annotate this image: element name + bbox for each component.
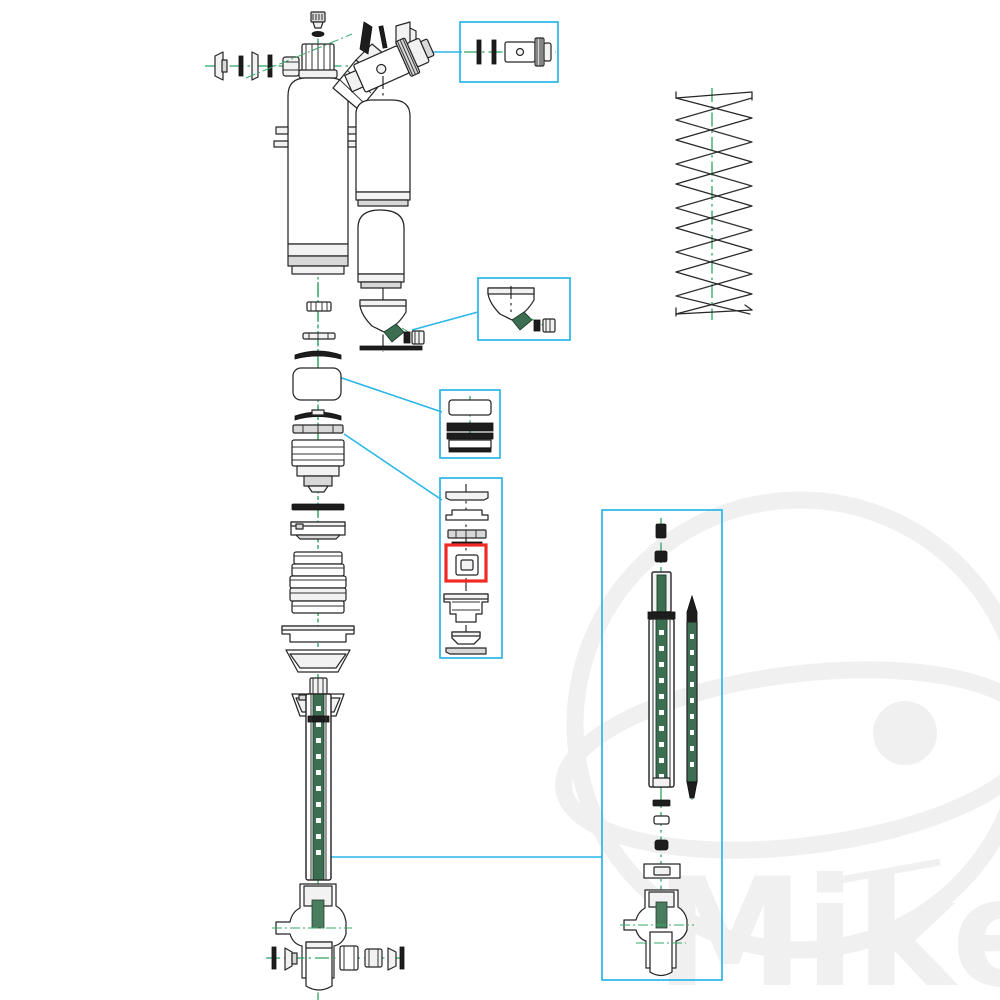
bottom-stub [305, 941, 333, 991]
washer-upper [302, 332, 336, 340]
main-coil-spring [675, 88, 753, 320]
piston-body [443, 593, 489, 623]
reservoir-body [273, 77, 363, 275]
inner-cylinder-lower [357, 209, 405, 289]
shim-2 [445, 509, 489, 521]
circlip [306, 301, 332, 312]
box-damper-rod[interactable] [601, 509, 723, 981]
watermark-group: Mike [555, 491, 1000, 1000]
callout-leaders [329, 51, 602, 858]
hose-elbow-fitting [359, 299, 425, 351]
detail-rod-tube [647, 571, 676, 788]
seat-curved-lower [294, 409, 342, 421]
adjuster-valve-body [344, 37, 435, 93]
banded-washer [292, 424, 344, 434]
reservoir-assembly [205, 11, 435, 690]
spring-seat-lower [281, 625, 355, 643]
detail-top-nut [655, 523, 667, 539]
bump-stop[interactable] [292, 367, 342, 401]
shim-1 [445, 491, 489, 501]
box-piston-stack[interactable] [439, 477, 503, 659]
detail-needle-rod [686, 594, 698, 799]
spring-seat-curved [294, 350, 342, 360]
center-stack [281, 282, 355, 1000]
detail-washers [652, 799, 671, 851]
shaft-assembly-main [266, 677, 405, 991]
bottom-shim [445, 647, 487, 655]
shaft-top-plug [309, 677, 328, 695]
damper-cylinder-group [355, 76, 425, 352]
collar [290, 521, 346, 540]
piston-washer [451, 631, 481, 645]
inner-cylinder-upper [355, 99, 411, 207]
detail-hex-nut [643, 863, 681, 879]
box-hose-fitting[interactable] [477, 277, 571, 341]
selection-highlight-box [444, 543, 488, 583]
top-fastener-row [214, 51, 300, 81]
box-top-valve[interactable] [459, 21, 559, 83]
bottom-fastener-row [271, 945, 405, 971]
box-bumper[interactable] [439, 389, 501, 459]
selected-part[interactable] [444, 543, 488, 583]
detail-clevis [620, 889, 694, 977]
dust-cap [285, 649, 351, 673]
shim-3 [447, 529, 487, 539]
shaft-outer-tube [305, 693, 332, 881]
seal-head-assembly[interactable] [291, 439, 345, 493]
bellows-boot [289, 551, 347, 614]
shim-plate [291, 503, 345, 511]
reservoir-cap-bolt [310, 11, 326, 37]
reservoir-top-collar [298, 43, 338, 79]
detail-second-nut [654, 550, 668, 563]
watermark-text: Mike [655, 847, 1000, 1000]
